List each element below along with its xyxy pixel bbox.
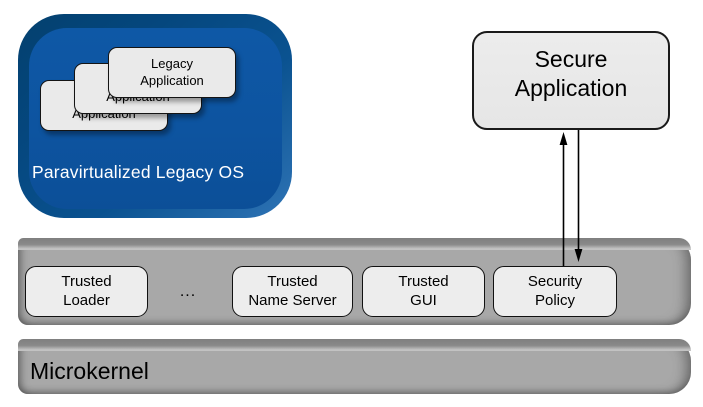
services-ellipsis: ... (179, 283, 197, 300)
trusted-name-server-box: Trusted Name Server (232, 266, 353, 317)
secure-application-box: Secure Application (472, 31, 670, 130)
security-policy-box: Security Policy (493, 266, 617, 317)
legacy-application-box-front: Legacy Application (108, 47, 236, 98)
trusted-gui-box: Trusted GUI (362, 266, 485, 317)
trusted-loader-box: Trusted Loader (25, 266, 148, 317)
microkernel-label: Microkernel (30, 358, 149, 384)
microkernel-bar (18, 339, 691, 394)
legacy-os-label: Paravirtualized Legacy OS (32, 162, 245, 182)
arrow-up-head (559, 132, 568, 145)
